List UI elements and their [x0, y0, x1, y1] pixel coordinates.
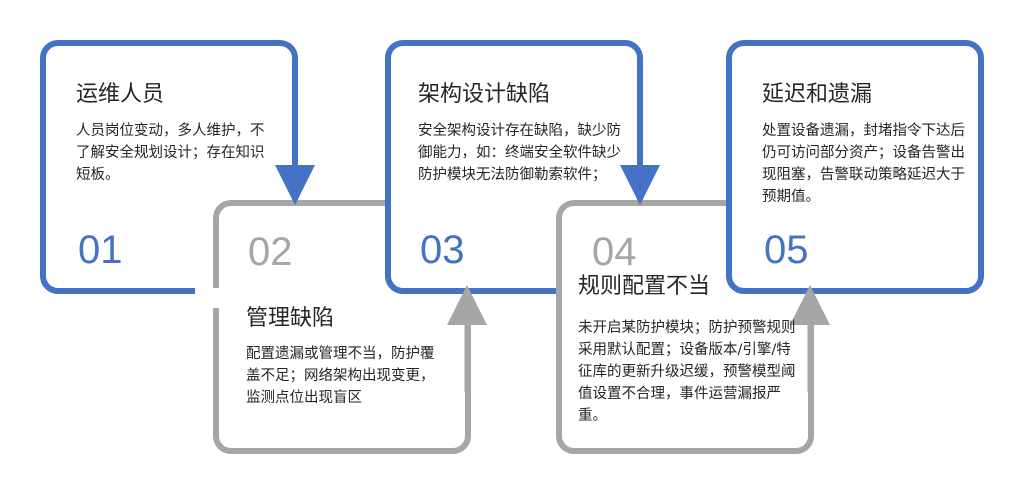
- step-title-05: 延迟和遗漏: [762, 82, 873, 107]
- step-number-03: 03: [420, 228, 465, 272]
- step-desc-03: 安全架构设计存在缺陷，缺少防御能力，如：终端安全软件缺少防护模块无法防御勒索软件…: [418, 123, 621, 183]
- step-desc-05: 处置设备遗漏，封堵指令下达后仍可访问部分资产；设备告警出现阻塞，告警联动策略延迟…: [762, 123, 965, 205]
- step-number-05: 05: [764, 228, 809, 272]
- step-desc-02: 配置遗漏或管理不当，防护覆盖不足；网络架构出现变更，监测点位出现盲区: [246, 346, 435, 406]
- step-number-04: 04: [592, 230, 637, 274]
- step-title-02: 管理缺陷: [246, 306, 335, 331]
- step-card-05: [726, 40, 984, 294]
- step-title-04: 规则配置不当: [578, 274, 711, 299]
- step-desc-01: 人员岗位变动，多人维护，不了解安全规划设计；存在知识短板。: [76, 123, 265, 183]
- step-number-02: 02: [248, 230, 293, 274]
- step-desc-04: 未开启某防护模块；防护预警规则采用默认配置；设备版本/引擎/特征库的更新升级迟缓…: [578, 320, 796, 424]
- step-card-01: [40, 40, 298, 294]
- step-title-01: 运维人员: [76, 82, 165, 107]
- overlap-mask: [195, 288, 225, 308]
- step-number-01: 01: [78, 228, 123, 272]
- step-title-03: 架构设计缺陷: [418, 82, 551, 107]
